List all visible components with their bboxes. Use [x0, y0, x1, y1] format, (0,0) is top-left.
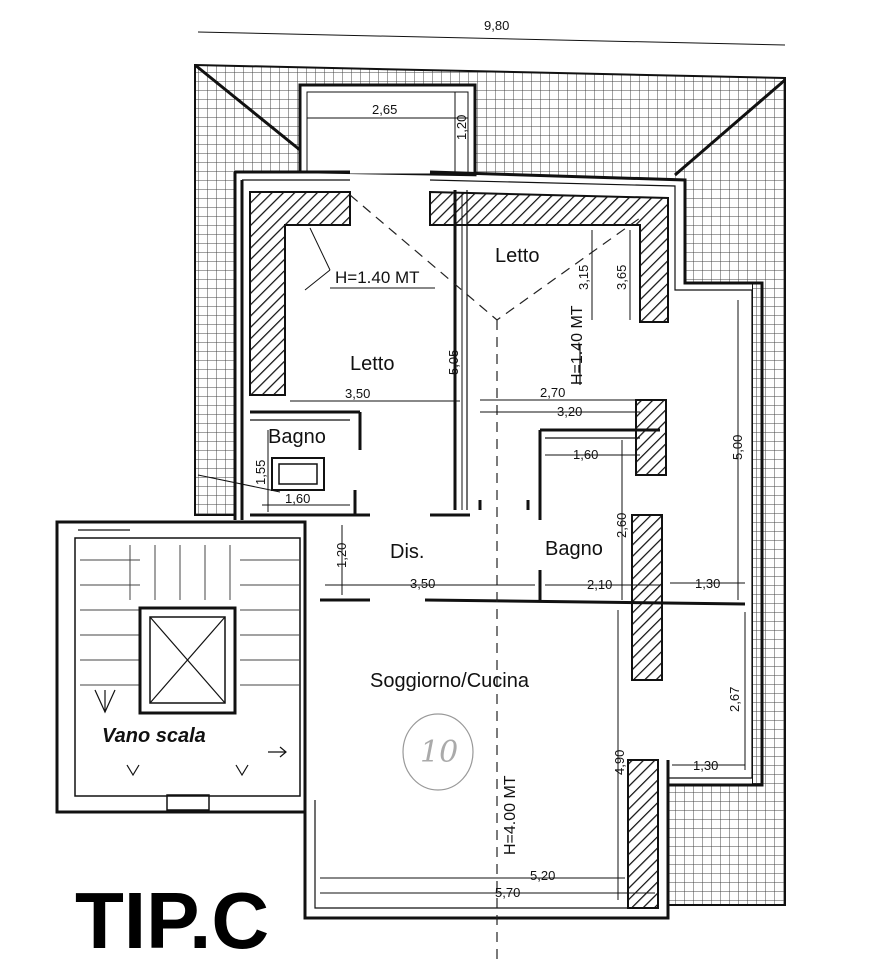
dim-right-terrace-500: 5,00	[730, 435, 745, 460]
height-letto-right: H=1.40 MT	[569, 305, 586, 385]
apartment-interior	[235, 172, 752, 915]
height-soggiorno: H=4.00 MT	[502, 775, 519, 855]
dim-letto-left-depth: 5,05	[446, 350, 461, 375]
balcony-top	[298, 83, 477, 177]
room-dis: Dis.	[390, 541, 424, 563]
dim-soggiorno-570: 5,70	[495, 885, 520, 900]
dim-soggiorno-490: 4,90	[612, 750, 627, 775]
dim-bagno-right-210: 2,10	[587, 577, 612, 592]
room-vano-scala: Vano scala	[102, 725, 206, 747]
room-letto-right: Letto	[495, 245, 539, 267]
dim-letto-right-b: 3,65	[614, 265, 629, 290]
pencil-stamp: 10	[402, 713, 474, 791]
plan-title: TIP.C	[75, 876, 269, 965]
room-soggiorno: Soggiorno/Cucina	[370, 670, 530, 692]
height-letto-left: H=1.40 MT	[335, 268, 420, 287]
dim-dis-depth: 1,20	[334, 543, 349, 568]
room-bagno-right: Bagno	[545, 538, 603, 560]
stair-core	[55, 520, 307, 814]
dim-terrace-267: 2,67	[727, 687, 742, 712]
dim-letto-right-a: 3,15	[576, 265, 591, 290]
dim-right-320: 3,20	[557, 404, 582, 419]
dim-right-270: 2,70	[540, 385, 565, 400]
dim-soggiorno-520: 5,20	[530, 868, 555, 883]
dim-balcony-width: 2,65	[372, 102, 397, 117]
interior-walls	[250, 190, 746, 606]
room-bagno-left: Bagno	[268, 426, 326, 448]
dim-balcony-depth: 1,20	[454, 115, 469, 140]
dim-terrace-130-bottom: 1,30	[693, 758, 718, 773]
room-letto-left: Letto	[350, 353, 394, 375]
dim-bagno-right-width: 1,60	[573, 447, 598, 462]
outer-walls	[233, 170, 764, 920]
dimension-lines	[197, 31, 786, 900]
dim-dis-width: 3,50	[410, 576, 435, 591]
dim-letto-left-width: 3,50	[345, 386, 370, 401]
stamp-text: 10	[420, 735, 458, 770]
dim-bagno-left-height: 1,55	[253, 460, 268, 485]
shower-tray	[197, 457, 325, 493]
dim-terrace-130-top: 1,30	[695, 576, 720, 591]
hatched-walls	[249, 190, 669, 909]
dim-bagno-right-depth: 2,60	[614, 513, 629, 538]
dim-bagno-left-width: 1,60	[285, 491, 310, 506]
dim-top-total: 9,80	[484, 18, 509, 33]
